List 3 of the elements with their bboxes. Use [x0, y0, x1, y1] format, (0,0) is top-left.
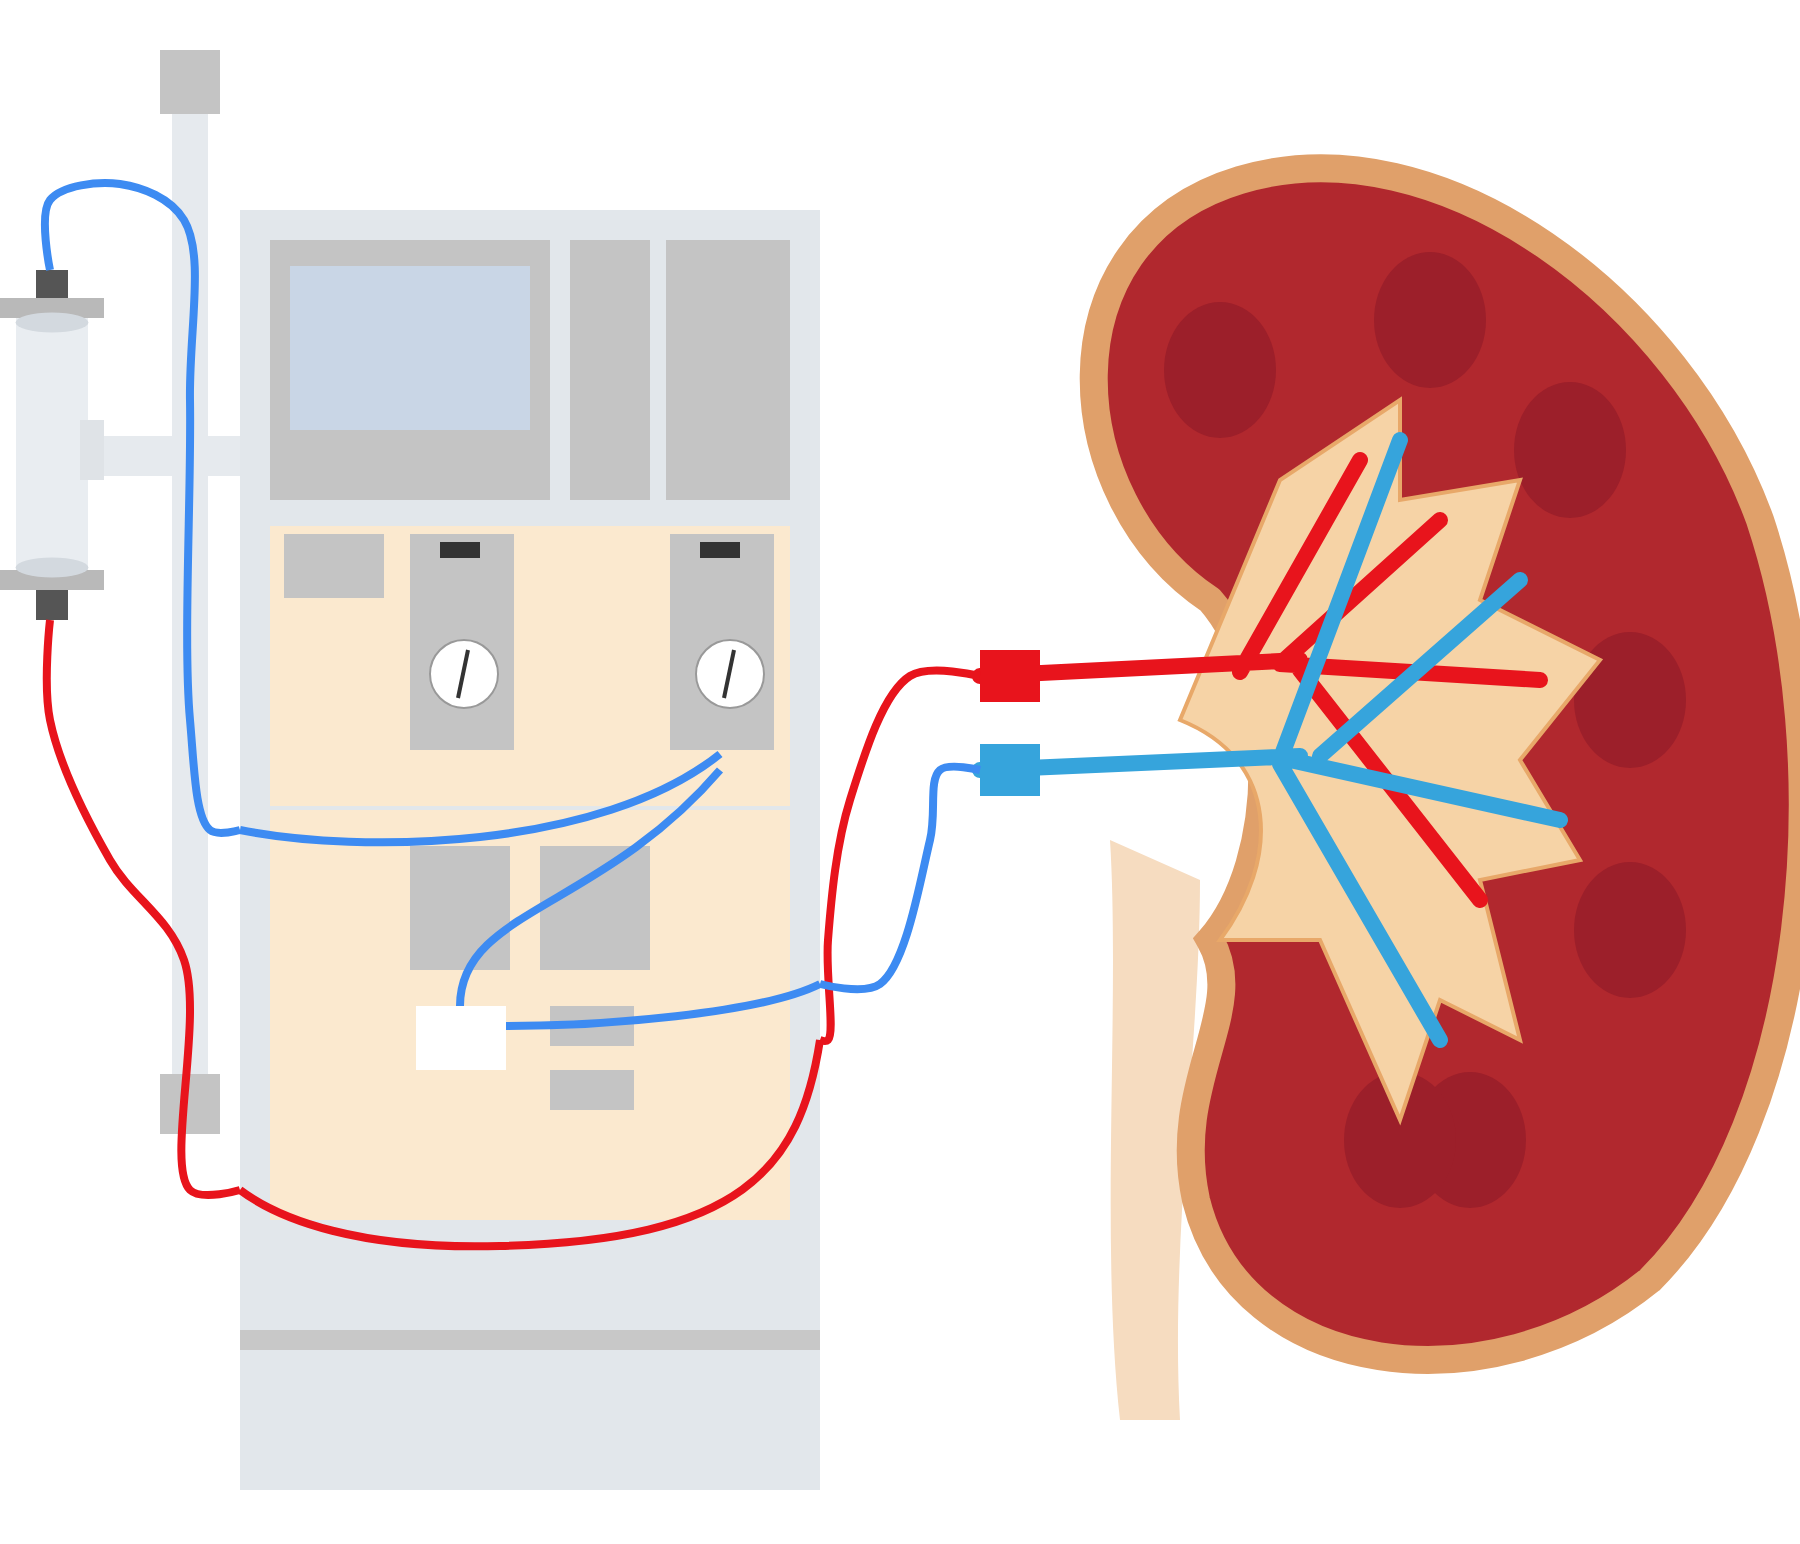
tube-connector [819, 666, 981, 1045]
tube-connector [819, 762, 981, 994]
tube-connector [42, 619, 241, 1199]
